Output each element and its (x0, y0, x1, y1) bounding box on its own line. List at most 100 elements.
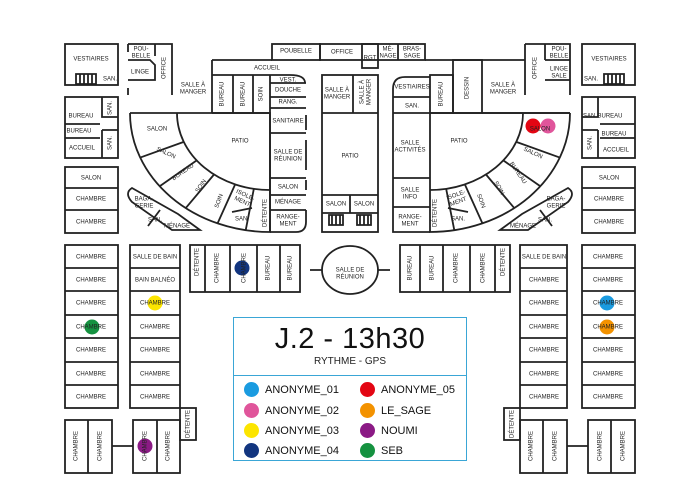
room-label: SAN. (108, 101, 114, 115)
room-label-line: MANGER (490, 89, 517, 95)
marker-anonyme-02[interactable] (540, 118, 556, 134)
room-label: SAN. (588, 136, 594, 150)
marker-anonyme-05[interactable] (525, 118, 541, 134)
room-label: SAN. (538, 218, 552, 224)
room-label-line: BAGA- (547, 196, 566, 202)
room-label: BUREAU (597, 114, 622, 120)
legend-item-label: ANONYME_04 (265, 444, 339, 457)
room-label: SAN. (405, 104, 419, 110)
room-label: SOIN (492, 180, 505, 196)
legend-item: ANONYME_02 (244, 403, 339, 418)
room-label: RANG. (278, 100, 297, 106)
room-label: PATIO (341, 154, 358, 160)
room-label-line: BAGA- (135, 196, 154, 202)
room-label: SALON (278, 185, 298, 191)
legend-item-label: SEB (381, 444, 404, 457)
ring-divider (185, 173, 215, 209)
room-label: SAN. (584, 77, 598, 83)
room-label-line: LINGE (550, 66, 568, 72)
room-label: CHAMBRE (593, 278, 623, 284)
legend-item-label: ANONYME_02 (265, 404, 339, 417)
room-label: CHAMBRE (215, 253, 221, 283)
marker-seb[interactable] (84, 319, 100, 335)
room-label: SALON (354, 202, 374, 208)
room-label: DÉTENTE (262, 199, 269, 227)
room-label: CHAMBRE (529, 325, 559, 331)
color-dot-icon (360, 443, 375, 458)
marker-anonyme-01[interactable] (599, 295, 615, 311)
room-label: MÉNAGE (275, 199, 301, 206)
room-label-line: SALE (551, 73, 566, 79)
room-label: CHAMBRE (76, 325, 106, 331)
room-label-line: SALLE DE (336, 267, 365, 273)
marker-anonyme-03[interactable] (147, 295, 163, 311)
room-label: SALON (326, 202, 346, 208)
color-dot-icon (360, 403, 375, 418)
room-label: PATIO (231, 139, 248, 145)
room-label: CHAMBRE (529, 372, 559, 378)
room-label: CHAMBRE (166, 431, 172, 461)
ring-divider (445, 188, 456, 231)
legend-item: LE_SAGE (360, 403, 431, 418)
room-label: CHAMBRE (76, 197, 106, 203)
room-label-line: SALLE À (181, 81, 205, 88)
room-label: CHAMBRE (593, 372, 623, 378)
ring-divider (502, 159, 541, 188)
room-label: DÉTENTE (500, 248, 507, 276)
room-label: ACCUEIL (603, 148, 630, 154)
room-label: VESTIAIRES (591, 57, 626, 63)
room-label: BUREAU (220, 81, 226, 106)
room-label: OFFICE (533, 57, 539, 79)
room-label: CHAMBRE (529, 431, 535, 461)
room-label: CHAMBRE (593, 301, 623, 307)
room-label: DÉTENTE (432, 199, 439, 227)
room-label: VESTIAIRES (73, 57, 108, 63)
room-label: CHAMBRE (593, 255, 623, 261)
color-dot-icon (360, 423, 375, 438)
ring-divider (464, 184, 484, 224)
room-label: OFFICE (162, 57, 168, 79)
patio-ring (429, 112, 571, 233)
annex-walls (127, 186, 573, 231)
room-label: SOIN (195, 179, 208, 194)
room-label: CHAMBRE (76, 348, 106, 354)
marker-noumi[interactable] (137, 438, 153, 454)
color-dot-icon (360, 382, 375, 397)
legend-item-label: ANONYME_01 (265, 383, 339, 396)
marker-le-sage[interactable] (599, 319, 615, 335)
ring-divider (216, 184, 236, 224)
room-label-line: MANGER (324, 94, 351, 100)
room-label: DESSIN (465, 77, 471, 99)
room-label: BUREAU (68, 114, 93, 120)
room-label: CHAMBRE (553, 431, 559, 461)
room-label-line: MANGER (180, 89, 207, 95)
room-label-line: RANGE- (398, 214, 421, 220)
room-label: CHAMBRE (529, 348, 559, 354)
room-label-line: BELLE (550, 53, 569, 59)
room-label: CHAMBRE (74, 431, 80, 461)
room-label: BUREAU (408, 255, 414, 280)
room-label: SANITAIRE (272, 119, 303, 125)
room-label: POU-BELLE (550, 46, 569, 59)
room-label-line: GERIE (547, 203, 566, 209)
room-label: CHAMBRE (140, 325, 170, 331)
room-label-line: BELLE (132, 53, 151, 59)
room-label: CHAMBRE (593, 325, 623, 331)
room-label: CHAMBRE (76, 301, 106, 307)
ring-divider (485, 173, 515, 209)
marker-anonyme-04[interactable] (234, 260, 250, 276)
room-label: CHAMBRE (529, 278, 559, 284)
room-label-line: MÉ- (383, 45, 394, 52)
room-label-line: SALLE (401, 187, 420, 193)
room-label: CHAMBRE (621, 431, 627, 461)
room-label: BUREAU (266, 255, 272, 280)
room-label-line: SALLE À (358, 80, 365, 104)
